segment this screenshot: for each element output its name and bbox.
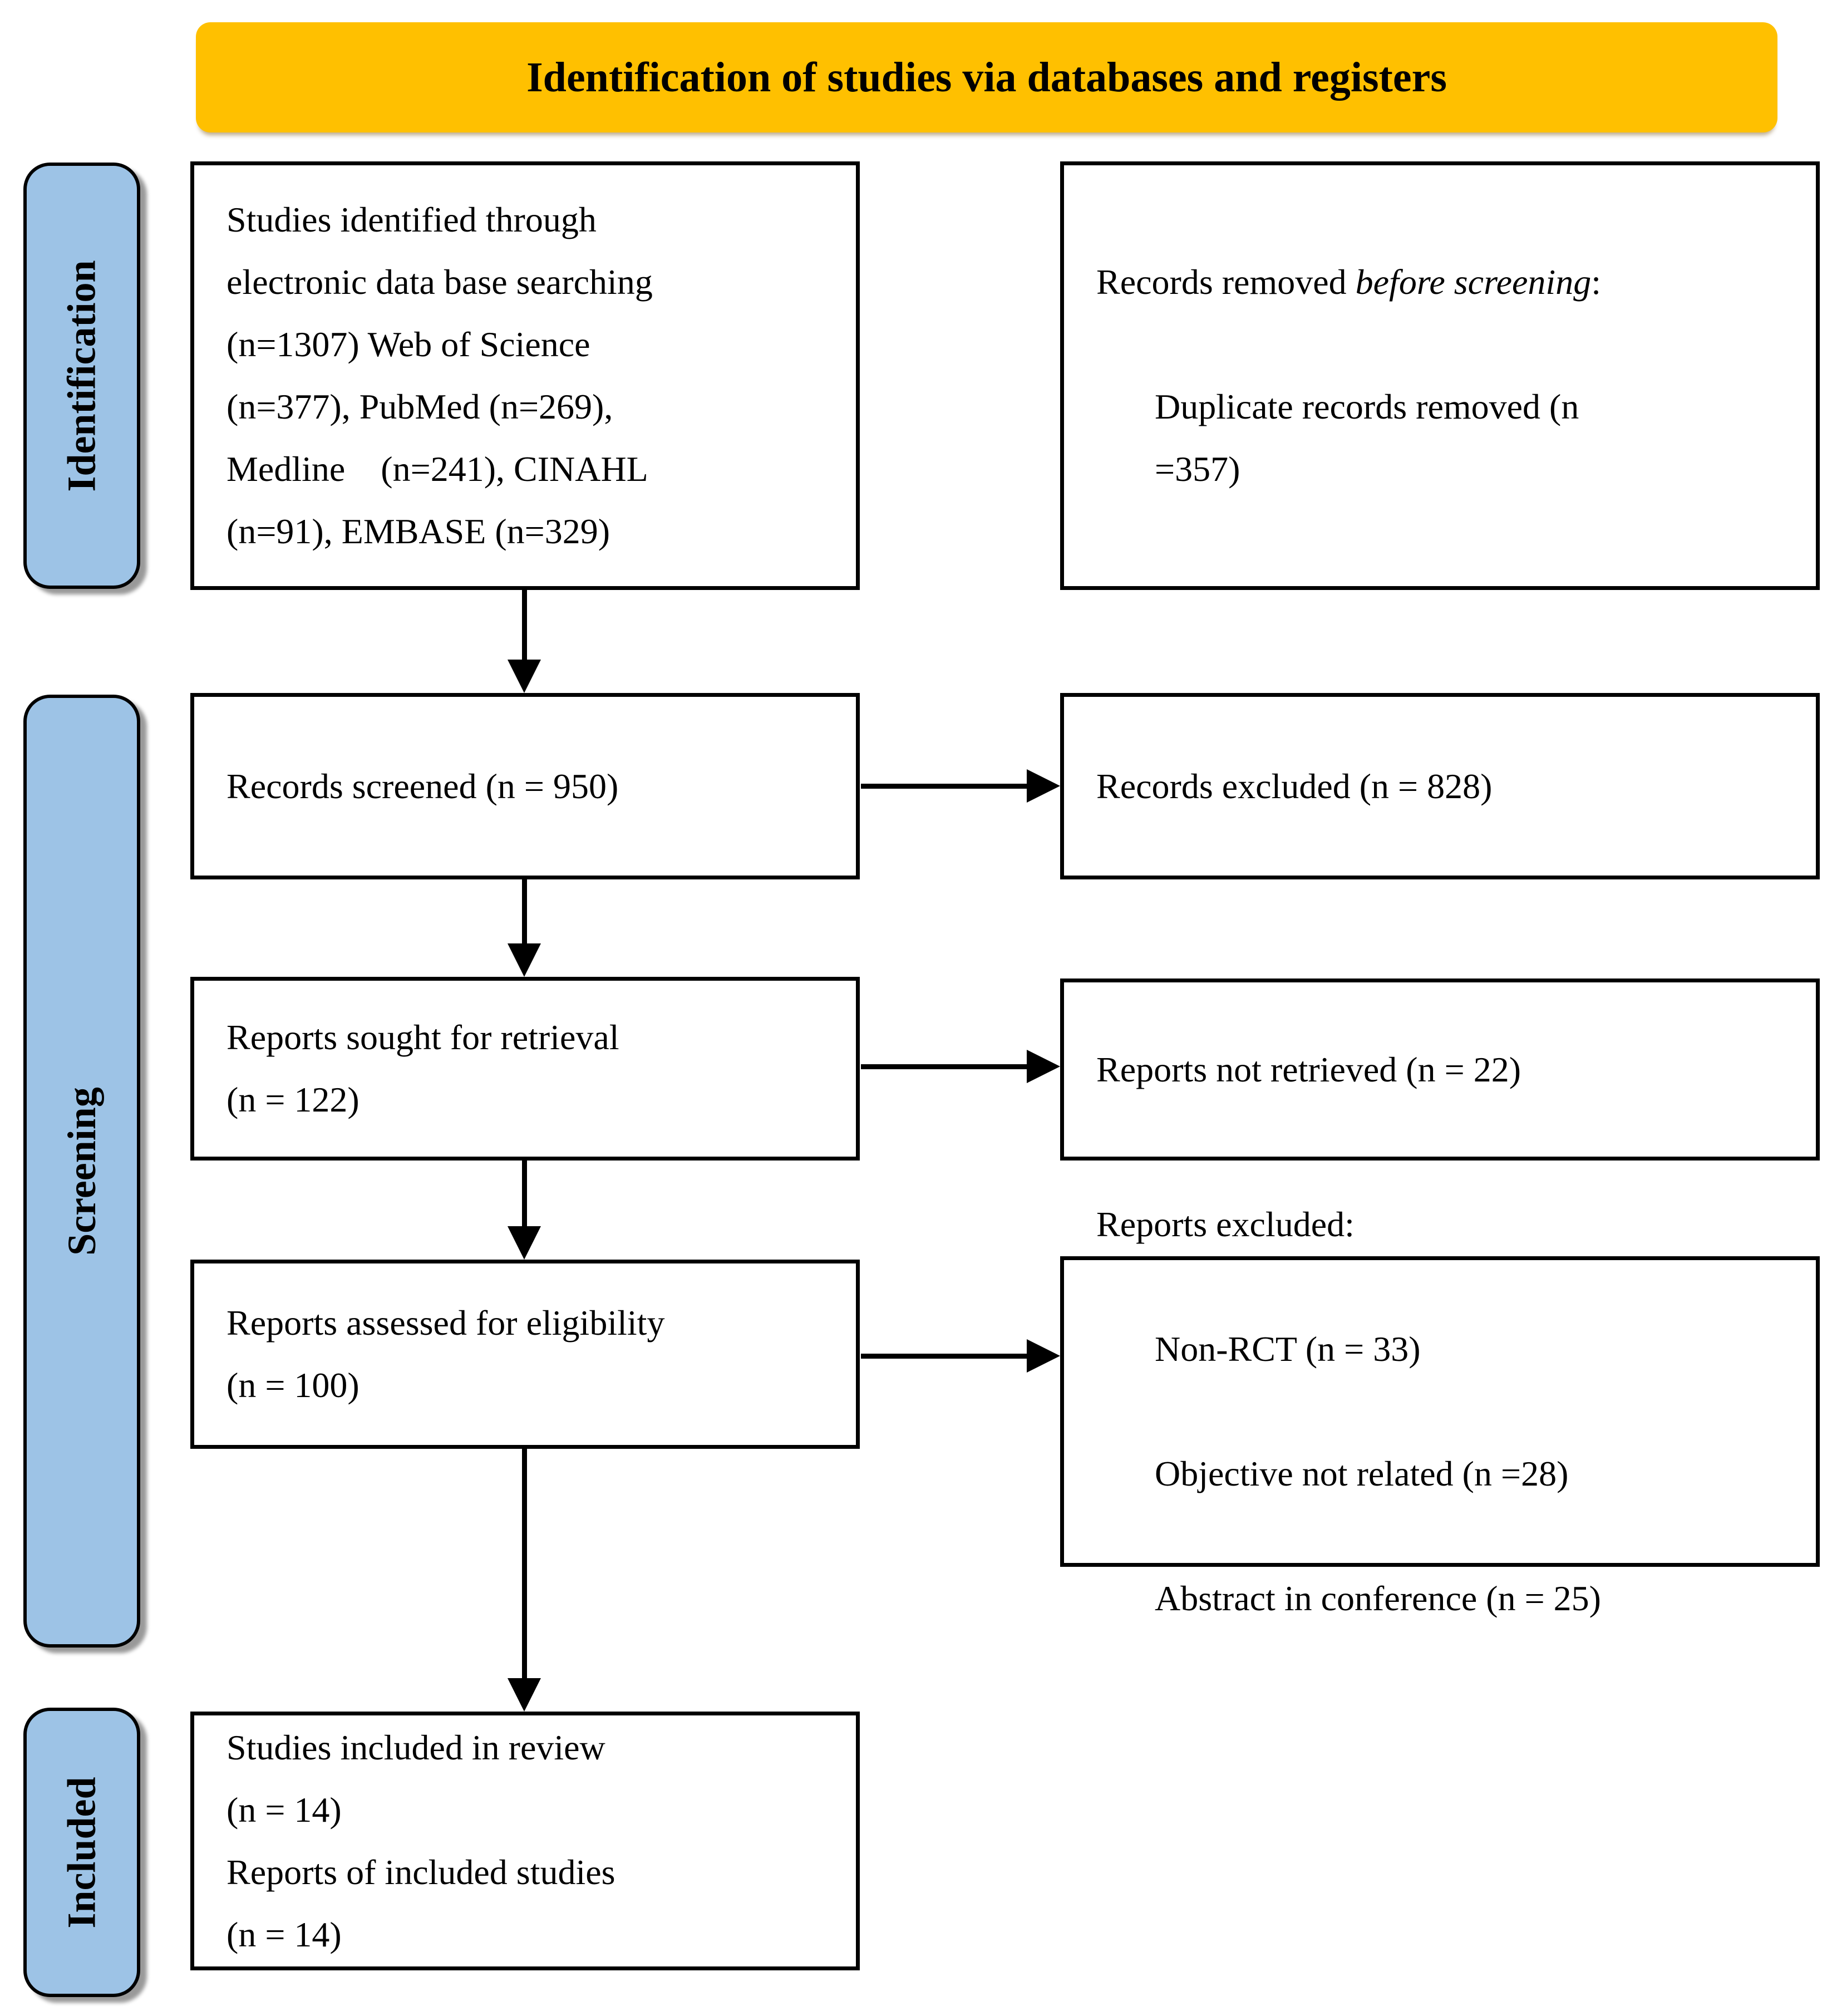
- box-reports-excluded-text: Reports excluded: Non-RCT (n = 33) Objec…: [1064, 1120, 1623, 1703]
- box-records-excluded-text: Records excluded (n = 828): [1096, 766, 1493, 806]
- box-records-removed: Records removed before screening: Duplic…: [1060, 161, 1820, 590]
- records-removed-prefix: Records removed: [1096, 262, 1356, 302]
- box-reports-not-retrieved: Reports not retrieved (n = 22): [1060, 979, 1820, 1161]
- reports-excluded-item: Non-RCT (n = 33): [1155, 1329, 1421, 1369]
- records-removed-italic: before screening: [1355, 262, 1592, 302]
- box-reports-assessed-text: Reports assessed for eligibility (n = 10…: [226, 1303, 665, 1405]
- down-arrowhead-icon: [508, 943, 541, 977]
- box-records-screened-text: Records screened (n = 950): [226, 766, 619, 806]
- records-removed-heading: Records removed before screening:: [1096, 251, 1601, 313]
- stage-identification: Identification: [23, 163, 140, 589]
- arrow-screened-to-sought-line: [522, 878, 527, 945]
- box-studies-included-text: Studies included in review (n = 14) Repo…: [226, 1727, 615, 1954]
- stage-screening: Screening: [23, 695, 140, 1648]
- reports-excluded-item: Abstract in conference (n = 25): [1155, 1579, 1601, 1618]
- down-arrowhead-icon: [508, 660, 541, 693]
- box-records-excluded: Records excluded (n = 828): [1060, 693, 1820, 879]
- box-studies-identified: Studies identified through electronic da…: [190, 161, 860, 590]
- arrow-sought-to-assessed-line: [522, 1159, 527, 1229]
- box-reports-assessed: Reports assessed for eligibility (n = 10…: [190, 1260, 860, 1449]
- arrow-assessed-to-reports-excluded-line: [861, 1354, 1028, 1359]
- box-reports-sought: Reports sought for retrieval (n = 122): [190, 977, 860, 1161]
- box-records-screened: Records screened (n = 950): [190, 693, 860, 879]
- box-reports-not-retrieved-text: Reports not retrieved (n = 22): [1096, 1049, 1521, 1089]
- box-records-removed-text: Records removed before screening: Duplic…: [1064, 178, 1623, 574]
- stage-included: Included: [23, 1708, 140, 1997]
- box-reports-sought-text: Reports sought for retrieval (n = 122): [226, 1017, 619, 1119]
- box-reports-excluded: Reports excluded: Non-RCT (n = 33) Objec…: [1060, 1204, 1820, 1618]
- stage-screening-label: Screening: [59, 1086, 104, 1256]
- arrow-identified-to-screened-line: [522, 589, 527, 661]
- box-studies-included: Studies included in review (n = 14) Repo…: [190, 1712, 860, 1970]
- records-removed-item: Duplicate records removed (n =357): [1155, 387, 1579, 489]
- right-arrowhead-icon: [1027, 769, 1060, 803]
- stage-identification-label: Identification: [59, 259, 104, 492]
- box-studies-identified-text: Studies identified through electronic da…: [226, 200, 653, 551]
- stage-included-label: Included: [59, 1776, 104, 1929]
- down-arrowhead-icon: [508, 1226, 541, 1260]
- right-arrowhead-icon: [1027, 1339, 1060, 1373]
- arrow-screened-to-excluded-line: [861, 784, 1028, 789]
- arrow-sought-to-not-retrieved-line: [861, 1064, 1028, 1069]
- down-arrowhead-icon: [508, 1678, 541, 1712]
- reports-excluded-item: Objective not related (n =28): [1155, 1454, 1569, 1493]
- arrow-assessed-to-included-line: [522, 1448, 527, 1680]
- diagram-title: Identification of studies via databases …: [526, 53, 1447, 101]
- records-removed-colon: :: [1591, 262, 1601, 302]
- reports-excluded-heading: Reports excluded:: [1096, 1204, 1355, 1244]
- right-arrowhead-icon: [1027, 1050, 1060, 1083]
- diagram-title-banner: Identification of studies via databases …: [196, 22, 1777, 132]
